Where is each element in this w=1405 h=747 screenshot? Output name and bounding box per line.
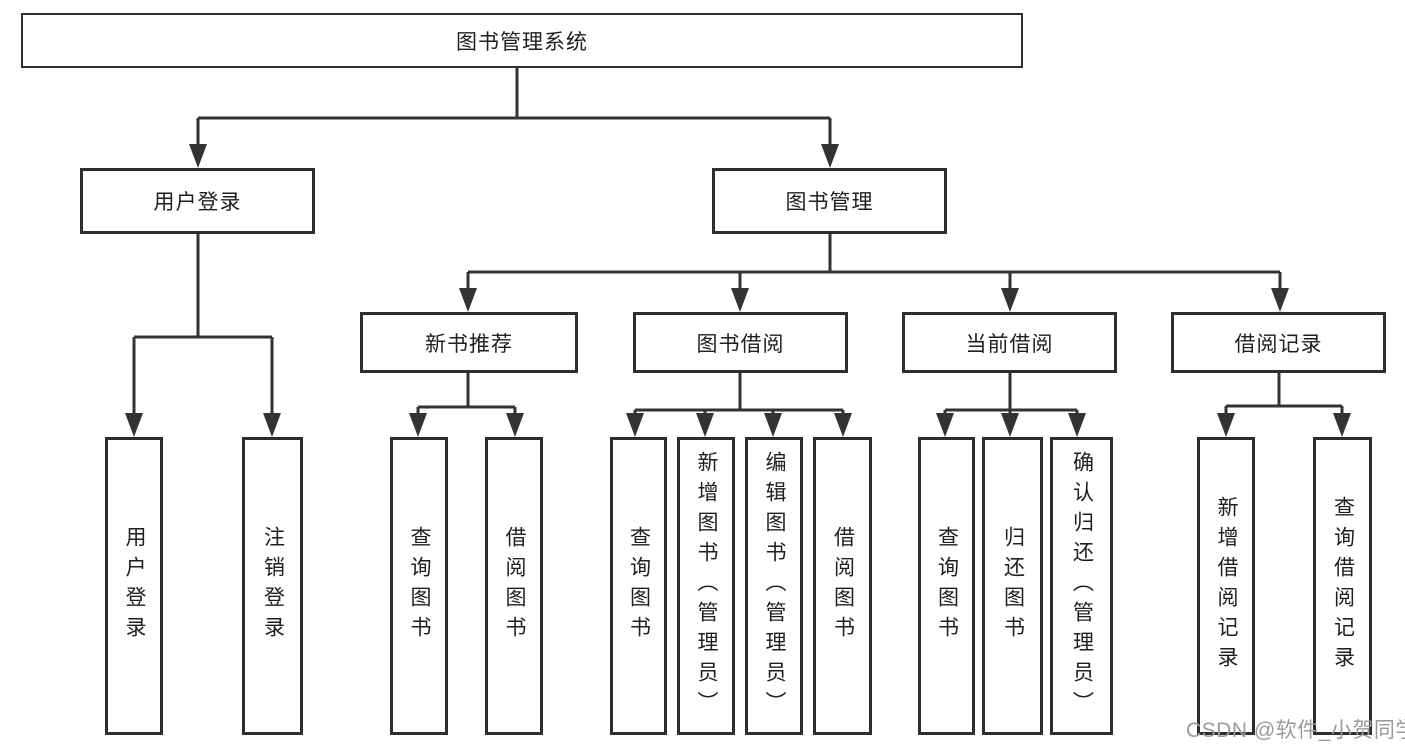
arrowhead	[1271, 288, 1289, 312]
arrowhead	[459, 288, 477, 312]
arrowhead	[1001, 413, 1019, 437]
node-current-borrow: 当前借阅	[902, 312, 1117, 373]
connector-current-borrow-children	[936, 373, 1086, 437]
leaf-confirm-return-admin: 确认归还（管理员）	[1050, 437, 1113, 735]
connector-root-to-level2	[189, 68, 839, 168]
connector-user-login-children	[125, 234, 281, 437]
arrowhead	[506, 413, 524, 437]
arrowhead	[189, 144, 207, 168]
arrowhead	[1068, 413, 1086, 437]
connector-new-book-children	[409, 373, 524, 437]
arrowhead	[263, 413, 281, 437]
watermark: CSDN @软件_小贺同学	[1186, 719, 1405, 742]
leaf-newbook-query-books: 查询图书	[390, 437, 448, 735]
leaf-add-borrow-record: 新增借阅记录	[1197, 437, 1255, 735]
leaf-borrow-query-books: 查询图书	[610, 437, 667, 735]
arrowhead	[1333, 413, 1351, 437]
arrowhead	[764, 413, 782, 437]
arrowhead	[1001, 288, 1019, 312]
leaf-newbook-borrow-books: 借阅图书	[485, 437, 543, 735]
arrowhead	[821, 144, 839, 168]
arrowhead	[834, 413, 852, 437]
arrowhead	[696, 413, 714, 437]
connector-book-mgmt-to-level3	[459, 234, 1289, 312]
arrowhead	[731, 288, 749, 312]
arrowhead	[626, 413, 644, 437]
leaf-logout: 注销登录	[242, 437, 303, 735]
leaf-add-books-admin: 新增图书（管理员）	[677, 437, 735, 735]
leaf-query-borrow-record: 查询借阅记录	[1313, 437, 1372, 735]
arrowhead	[125, 413, 143, 437]
node-borrow-record: 借阅记录	[1171, 312, 1386, 373]
connector-borrow-record-children	[1217, 373, 1351, 437]
node-root-system: 图书管理系统	[21, 13, 1023, 68]
arrowhead	[409, 413, 427, 437]
node-user-login: 用户登录	[80, 168, 315, 234]
connector-book-borrow-children	[626, 373, 852, 437]
leaf-current-query-books: 查询图书	[918, 437, 975, 735]
leaf-edit-books-admin: 编辑图书（管理员）	[745, 437, 803, 735]
leaf-user-login: 用户登录	[105, 437, 163, 735]
node-book-management: 图书管理	[712, 168, 947, 234]
arrowhead	[1217, 413, 1235, 437]
node-book-borrow: 图书借阅	[633, 312, 848, 373]
node-new-book-recommend: 新书推荐	[360, 312, 578, 373]
arrowhead	[936, 413, 954, 437]
leaf-borrow-books: 借阅图书	[813, 437, 872, 735]
leaf-return-books: 归还图书	[982, 437, 1043, 735]
